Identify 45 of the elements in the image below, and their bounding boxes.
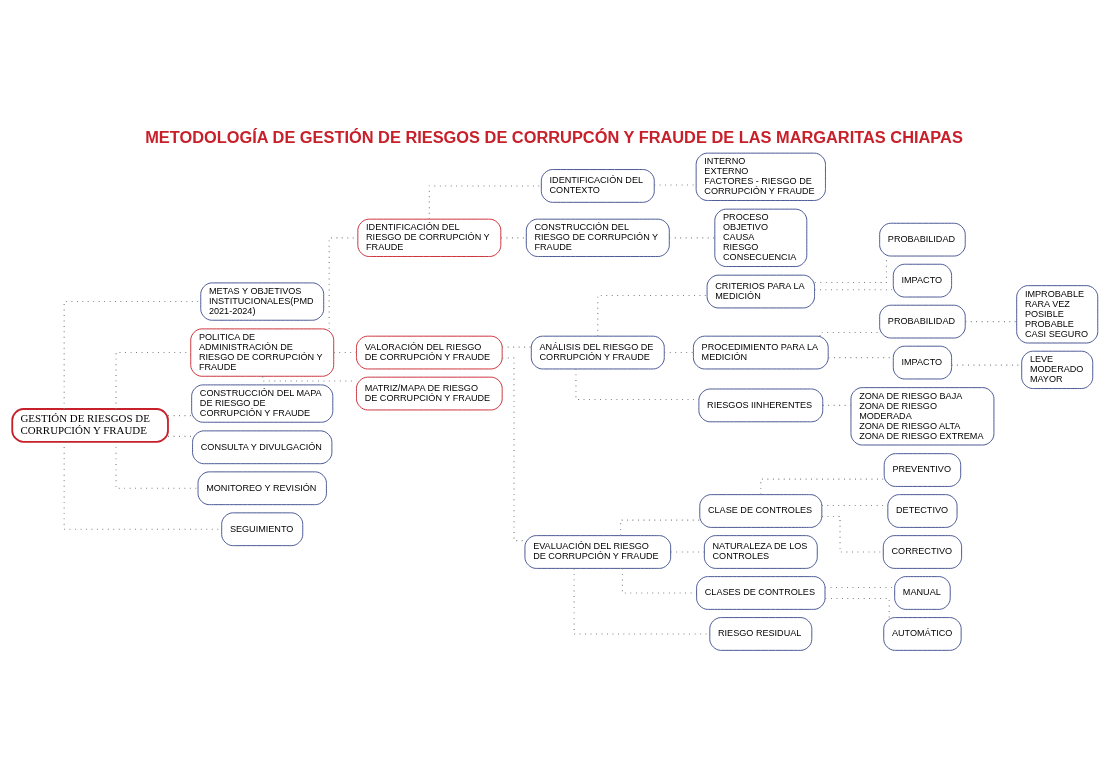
node-box: MANUAL: [894, 575, 951, 610]
node-box: IMPACTO: [892, 263, 953, 297]
connector: [575, 367, 700, 400]
node-box: CONSTRUCCIÓN DEL RIESGO DE CORRUPCIÓN Y FRAUDE: [525, 218, 670, 257]
connector: [115, 440, 199, 489]
node-box: PROCEDIMIENTO PARA LA MEDICIÓN: [692, 335, 829, 369]
node-box: EVALUACIÓN DEL RIESGO DE CORRUPCIÓN Y FRAUDE: [524, 534, 672, 569]
node-box: POLITICA DE ADMINISTRACIÓN DE RIESGO DE CORRUPCIÓN Y FRAUDE: [190, 327, 335, 377]
node-box: MONITOREO Y REVISIÓN: [197, 470, 327, 505]
node-box: CONSTRUCCIÓN DEL MAPA DE RIESGO DE CORRUPCIÓN Y FRAUDE: [191, 383, 334, 423]
node-box: CLASE DE CONTROLES: [699, 493, 823, 528]
node-box: NATURALEZA DE LOS CONTROLES: [703, 534, 818, 569]
connector: [501, 357, 526, 541]
node-box: CONSULTA Y DIVULGACIÓN: [192, 429, 333, 464]
connector: [262, 375, 358, 382]
node-box: LEVE MODERADO MAYOR: [1021, 350, 1094, 389]
connector: [964, 320, 1018, 322]
node-box: IMPROBABLE RARA VEZ POSIBLE PROBABLE CASI SEGURO: [1016, 284, 1099, 343]
connector: [814, 255, 888, 283]
connector: [621, 567, 697, 594]
connector: [819, 331, 881, 337]
node-box: IDENTIFICACIÓN DEL CONTEXTO: [540, 168, 655, 203]
node-box: GESTIÓN DE RIESGOS DE CORRUPCIÓN Y FRAUDE: [11, 407, 169, 443]
node-box: INTERNO EXTERNO FACTORES - RIESGO DE CORRUPCIÓN Y FRAUDE: [695, 152, 826, 201]
node-box: IMPACTO: [892, 345, 953, 379]
node-box: PREVENTIVO: [883, 452, 962, 487]
node-box: CLASES DE CONTROLES: [696, 575, 826, 610]
node-box: VALORACIÓN DEL RIESGO DE CORRUPCIÓN Y FRAUDE: [356, 335, 503, 369]
node-box: CRITERIOS PARA LA MEDICIÓN: [706, 274, 815, 308]
diagram-title: METODOLOGÍA DE GESTIÓN DE RIESGOS DE CORRUPCÓN Y FRAUDE DE LAS MARGARITAS CHIAPAS: [145, 127, 963, 146]
node-box: DETECTIVO: [887, 493, 958, 528]
node-box: IDENTIFICACIÓN DEL RIESGO DE CORRUPCIÓN Y FRAUDE: [357, 218, 502, 257]
node-box: CORRECTIVO: [882, 534, 963, 569]
node-box: ZONA DE RIESGO BAJA ZONA DE RIESGO MODERADA ZONA DE RIESGO ALTA ZONA DE RIESGO EXTREMA: [850, 386, 995, 445]
node-box: MATRIZ/MAPA DE RIESGO DE CORRUPCIÓN Y FRAUDE: [356, 376, 503, 410]
node-box: PROBABILIDAD: [879, 222, 966, 256]
connector: [428, 184, 542, 220]
node-box: SEGUIMIENTO: [221, 511, 304, 546]
node-box: PROCESO OBJETIVO CAUSA RIESGO CONSECUENCIA: [714, 208, 808, 267]
node-box: RIESGOS IINHERENTES: [698, 388, 824, 422]
node-box: METAS Y OBJETIVOS INSTITUCIONALES(PMD 2021-2024): [200, 281, 325, 321]
node-box: AUTOMÁTICO: [883, 616, 962, 651]
node-box: RIESGO RESIDUAL: [709, 616, 813, 651]
node-box: PROBABILIDAD: [879, 304, 966, 338]
node-box: ANÁLISIS DEL RIESGO DE CORRUPCIÓN Y FRAUDE: [530, 335, 665, 369]
